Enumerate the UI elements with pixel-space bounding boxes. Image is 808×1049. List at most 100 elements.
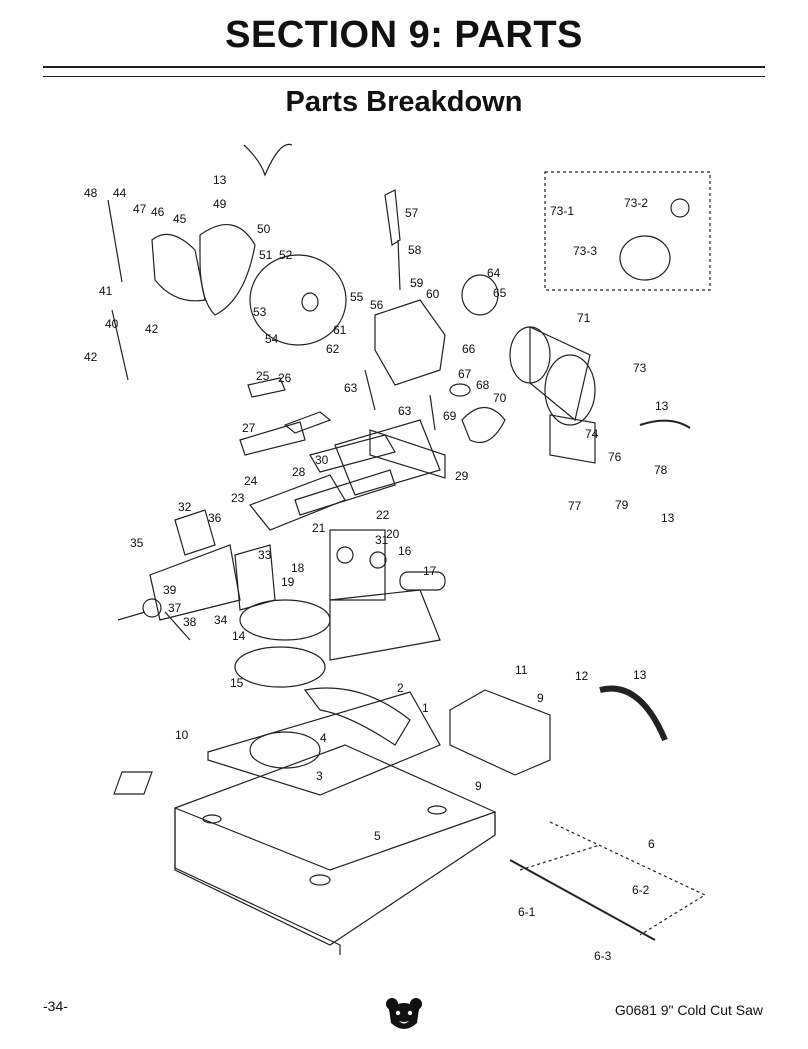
part-callout: 29 bbox=[455, 469, 469, 483]
part-callout: 33 bbox=[258, 548, 272, 562]
part-callout: 6-2 bbox=[632, 883, 650, 897]
part-callout: 74 bbox=[585, 427, 599, 441]
part-callout: 64 bbox=[487, 266, 501, 280]
header-rule-bottom bbox=[43, 76, 765, 77]
part-callout: 63 bbox=[398, 404, 412, 418]
part-callout: 44 bbox=[113, 186, 127, 200]
part-callout: 11 bbox=[515, 663, 528, 677]
part-callout: 6-1 bbox=[518, 905, 536, 919]
part-callout: 26 bbox=[278, 371, 292, 385]
part-callout: 37 bbox=[168, 601, 182, 615]
part-callout: 57 bbox=[405, 206, 419, 220]
part-callout: 25 bbox=[256, 369, 270, 383]
part-callout: 58 bbox=[408, 243, 422, 257]
part-callout: 73-1 bbox=[550, 204, 574, 218]
part-callout: 47 bbox=[133, 202, 147, 216]
part-callout: 55 bbox=[350, 290, 364, 304]
part-callout: 40 bbox=[105, 317, 119, 331]
part-callout: 65 bbox=[493, 286, 507, 300]
part-callout: 38 bbox=[183, 615, 197, 629]
part-callout: 22 bbox=[376, 508, 390, 522]
part-callout: 59 bbox=[410, 276, 424, 290]
part-callout: 51 bbox=[259, 248, 273, 262]
part-callout: 39 bbox=[163, 583, 177, 597]
part-callout: 62 bbox=[326, 342, 340, 356]
part-callout: 45 bbox=[173, 212, 187, 226]
part-callout: 28 bbox=[292, 465, 306, 479]
section-title: SECTION 9: PARTS bbox=[225, 14, 583, 56]
part-callout: 13 bbox=[661, 511, 675, 525]
part-callout: 27 bbox=[242, 421, 256, 435]
part-callout: 69 bbox=[443, 409, 457, 423]
chip-tray bbox=[449, 689, 551, 776]
gearbox-head bbox=[364, 189, 506, 444]
part-callout: 18 bbox=[291, 561, 305, 575]
part-callout: 35 bbox=[130, 536, 144, 550]
part-callout: 71 bbox=[577, 311, 591, 325]
part-callout: 61 bbox=[333, 323, 347, 337]
part-callout: 63 bbox=[344, 381, 358, 395]
part-callout: 13 bbox=[633, 668, 647, 682]
part-callout: 54 bbox=[265, 332, 279, 346]
part-callout: 23 bbox=[231, 491, 245, 505]
part-callout: 24 bbox=[244, 474, 258, 488]
part-callout: 15 bbox=[230, 676, 244, 690]
turntable-ring bbox=[234, 646, 326, 688]
part-callout: 16 bbox=[398, 544, 412, 558]
part-callout: 6 bbox=[648, 837, 655, 851]
part-callout: 56 bbox=[370, 298, 384, 312]
part-callout: 14 bbox=[232, 629, 246, 643]
part-callout: 6-3 bbox=[594, 949, 612, 963]
header-rule-top bbox=[43, 66, 765, 68]
part-callout: 30 bbox=[315, 453, 329, 467]
part-callout: 73-3 bbox=[573, 244, 597, 258]
part-callout: 53 bbox=[253, 305, 267, 319]
part-callout: 12 bbox=[575, 669, 589, 683]
part-callout: 9 bbox=[475, 779, 482, 793]
small-plates bbox=[239, 377, 332, 456]
part-callout: 50 bbox=[257, 222, 271, 236]
part-callout: 34 bbox=[214, 613, 228, 627]
part-callout: 13 bbox=[213, 173, 227, 187]
page-number: -34- bbox=[43, 998, 68, 1014]
part-callout: 36 bbox=[208, 511, 222, 525]
page-subtitle: Parts Breakdown bbox=[285, 86, 523, 118]
vise-assembly bbox=[117, 419, 446, 661]
part-callout: 49 bbox=[213, 197, 227, 211]
part-callout: 70 bbox=[493, 391, 507, 405]
part-callout: 17 bbox=[423, 564, 437, 578]
part-callout: 52 bbox=[279, 248, 293, 262]
part-callout: 78 bbox=[654, 463, 668, 477]
part-callout: 68 bbox=[476, 378, 490, 392]
part-callout: 60 bbox=[426, 287, 440, 301]
part-callout: 67 bbox=[458, 367, 472, 381]
blade-guard bbox=[107, 143, 347, 381]
part-callout: 4 bbox=[320, 731, 327, 745]
part-callout: 66 bbox=[462, 342, 476, 356]
part-callout: 19 bbox=[281, 575, 295, 589]
part-callout: 42 bbox=[145, 322, 159, 336]
part-callout: 73-2 bbox=[624, 196, 648, 210]
part-callout: 46 bbox=[151, 205, 165, 219]
part-callout: 79 bbox=[615, 498, 629, 512]
part-callout: 73 bbox=[633, 361, 647, 375]
table-plate bbox=[207, 687, 441, 796]
part-callout: 9 bbox=[537, 691, 544, 705]
part-callout: 48 bbox=[84, 186, 98, 200]
bear-logo-icon bbox=[386, 998, 422, 1029]
base-cabinet bbox=[113, 744, 496, 955]
part-callout: 5 bbox=[374, 829, 381, 843]
part-callout: 21 bbox=[312, 521, 326, 535]
part-callout: 76 bbox=[608, 450, 622, 464]
part-callout: 13 bbox=[655, 399, 669, 413]
model-name: G0681 9" Cold Cut Saw bbox=[614, 1002, 763, 1018]
part-callout: 3 bbox=[316, 769, 323, 783]
part-callout: 10 bbox=[175, 728, 189, 742]
part-callout: 42 bbox=[84, 350, 98, 364]
motor bbox=[509, 326, 596, 464]
part-callout: 31 bbox=[375, 533, 389, 547]
part-callout: 32 bbox=[178, 500, 192, 514]
part-callout: 41 bbox=[99, 284, 113, 298]
part-callout: 1 bbox=[422, 701, 429, 715]
